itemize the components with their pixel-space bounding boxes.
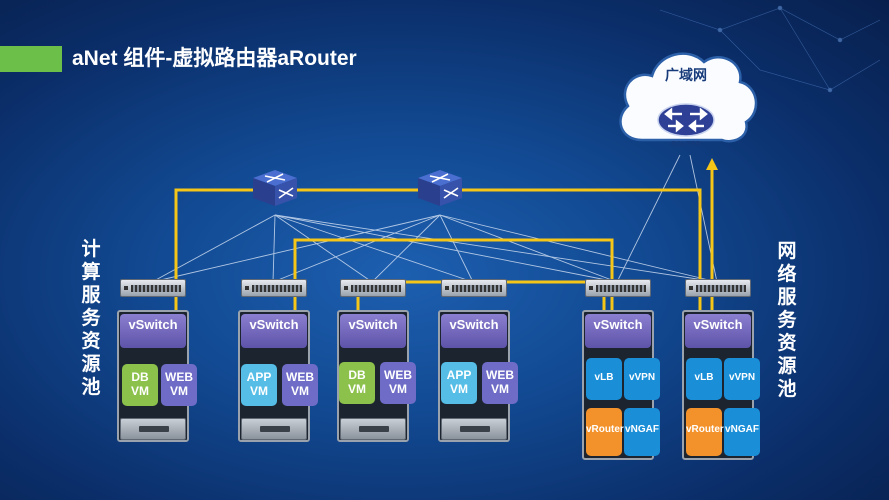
wan-router-icon — [657, 103, 715, 137]
vm-tile: WEB VM — [482, 362, 518, 404]
compute-pool-label: 计算服务资源池 — [81, 239, 101, 398]
vswitch-label: vSwitch — [585, 314, 651, 348]
access-switch — [120, 279, 186, 297]
access-switch — [241, 279, 307, 297]
vm-tile: DB VM — [122, 364, 158, 406]
access-switch — [685, 279, 751, 297]
access-switch — [585, 279, 651, 297]
wan-cloud-label: 广域网 — [665, 67, 707, 83]
storage-unit — [120, 418, 186, 440]
vswitch-label: vSwitch — [441, 314, 507, 348]
vswitch-label: vSwitch — [340, 314, 406, 348]
vm-tile: vRouter — [586, 408, 624, 456]
storage-unit — [441, 418, 507, 440]
vm-tile: WEB VM — [380, 362, 416, 404]
decorative-network-pattern — [659, 5, 881, 93]
access-switch — [441, 279, 507, 297]
core-router-icon — [418, 170, 462, 206]
access-switch — [340, 279, 406, 297]
vm-tile: vLB — [686, 358, 722, 400]
vm-tile: vVPN — [724, 358, 760, 400]
vm-tile: vVPN — [624, 358, 660, 400]
vm-tile: vRouter — [686, 408, 724, 456]
vm-tile: WEB VM — [161, 364, 197, 406]
vm-tile: vNGAF — [624, 408, 660, 456]
storage-unit — [340, 418, 406, 440]
vm-tile: vNGAF — [724, 408, 760, 456]
core-router-icon — [253, 170, 297, 206]
vswitch-label: vSwitch — [241, 314, 307, 348]
vswitch-label: vSwitch — [685, 314, 751, 348]
vm-tile: APP VM — [241, 364, 277, 406]
vswitch-label: vSwitch — [120, 314, 186, 348]
vm-tile: WEB VM — [282, 364, 318, 406]
vm-tile: DB VM — [339, 362, 375, 404]
vm-tile: APP VM — [441, 362, 477, 404]
wan-router-label: ROUTER — [671, 141, 701, 148]
page-title: aNet 组件-虚拟路由器aRouter — [72, 47, 357, 70]
wan-cloud — [619, 52, 758, 143]
title-accent-bar — [0, 46, 62, 72]
network-pool-label: 网络服务资源池 — [777, 241, 797, 400]
vm-tile: vLB — [586, 358, 622, 400]
storage-unit — [241, 418, 307, 440]
